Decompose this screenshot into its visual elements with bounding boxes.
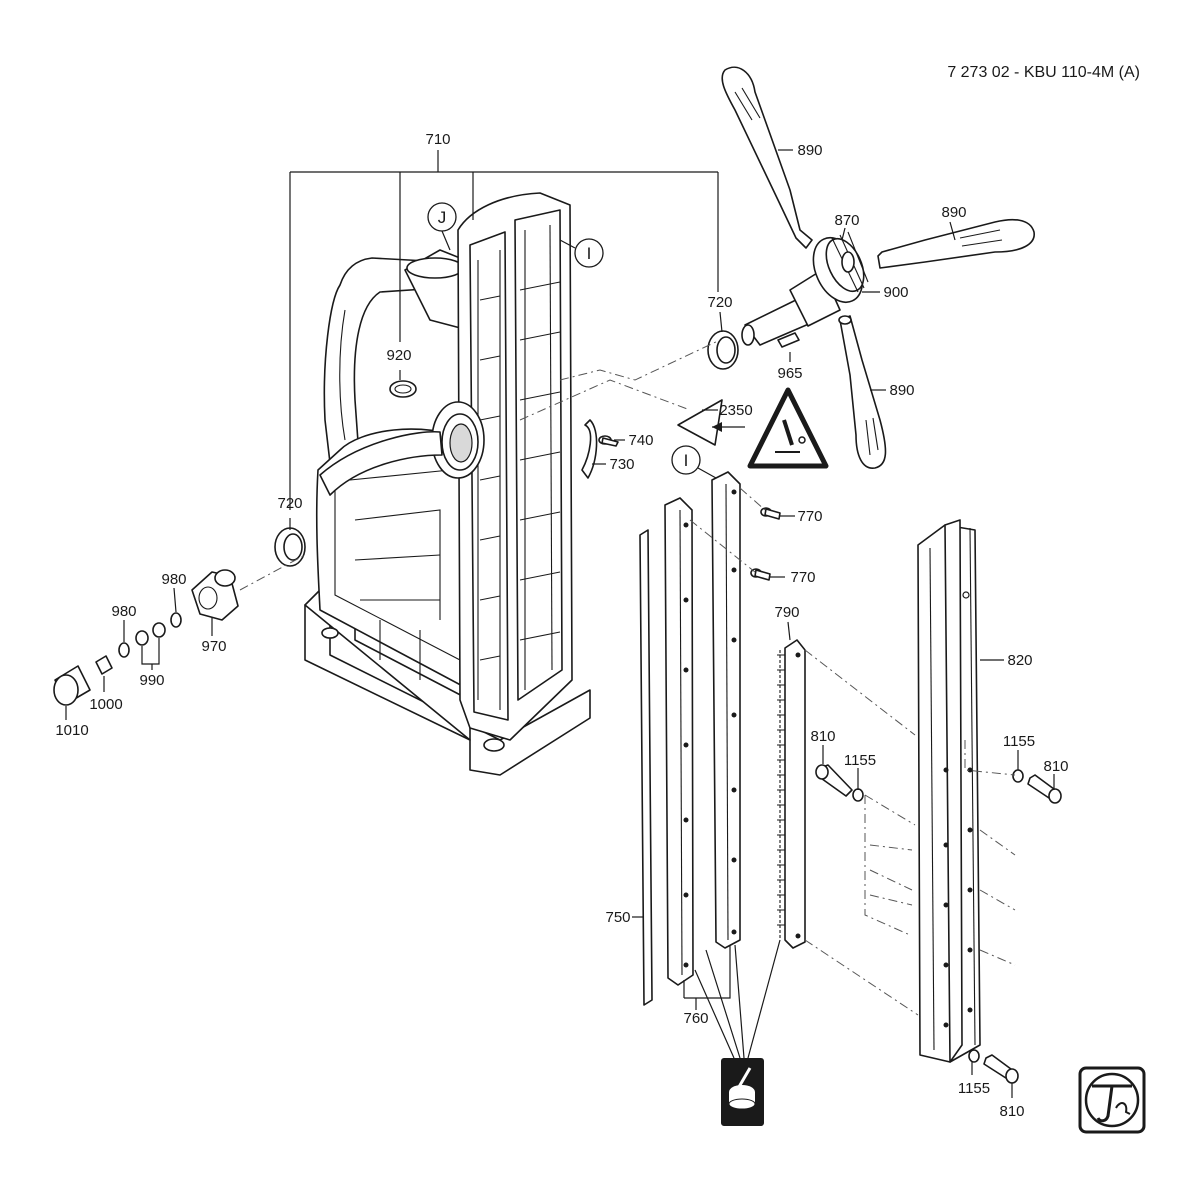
bushing-720-left (274, 527, 306, 567)
column-820 (917, 519, 981, 1063)
strip-750 (639, 529, 653, 1006)
label-965: 965 (777, 365, 802, 382)
warning-sign-icon (747, 387, 829, 469)
label-990: 990 (139, 672, 164, 689)
screw-770-a (760, 507, 781, 520)
label-890-bottom: 890 (889, 382, 914, 399)
grease-icon (721, 1058, 764, 1126)
frame-housing (304, 192, 591, 776)
leader-lines (65, 149, 1055, 1098)
label-710: 710 (425, 131, 450, 148)
nut-970 (191, 569, 239, 621)
label-720-right: 720 (707, 294, 732, 311)
label-730: 730 (609, 456, 634, 473)
label-1010: 1010 (55, 722, 88, 739)
svg-text:J: J (438, 208, 447, 227)
label-890-right: 890 (941, 204, 966, 221)
ref-i-marker-top: I (574, 238, 604, 268)
bolt-810-left (815, 764, 853, 797)
label-810-bottom: 810 (999, 1103, 1024, 1120)
drawing-title: 7 273 02 - KBU 110-4M (A) (947, 64, 1140, 81)
label-1155-right: 1155 (1003, 733, 1035, 750)
part-labels: 710 890 870 890 900 720 920 965 890 2350… (55, 131, 1068, 1120)
o-ring-920 (389, 380, 417, 398)
washer-1155-left (852, 788, 864, 802)
label-890-top: 890 (797, 142, 822, 159)
label-820: 820 (1007, 652, 1032, 669)
svg-text:I: I (587, 244, 592, 263)
pinion-hub-assembly (741, 231, 869, 346)
ref-j-marker: J (427, 202, 457, 232)
bolt-810-right (1027, 774, 1062, 804)
washer-990-a (152, 622, 166, 638)
handle-890-top (721, 66, 813, 249)
label-770-b: 770 (790, 569, 815, 586)
svg-text:I: I (684, 451, 689, 470)
label-980-left: 980 (111, 603, 136, 620)
screw-740 (598, 435, 619, 447)
label-770-a: 770 (797, 508, 822, 525)
nut-1000 (95, 655, 113, 675)
label-900: 900 (883, 284, 908, 301)
washer-1155-bottom (968, 1049, 980, 1063)
label-720-left: 720 (277, 495, 302, 512)
spring-clip-730 (581, 419, 598, 479)
label-2350 (677, 399, 723, 446)
cap-1010 (53, 665, 91, 706)
key-965 (777, 332, 800, 348)
handle-890-right (877, 218, 1035, 269)
label-810-right: 810 (1043, 758, 1068, 775)
label-2350: 2350 (719, 402, 752, 419)
label-750: 750 (605, 909, 630, 926)
bushing-720-right (707, 330, 739, 370)
label-1155-left: 1155 (844, 752, 876, 769)
label-760: 760 (683, 1010, 708, 1027)
label-740: 740 (628, 432, 653, 449)
washer-990-b (135, 630, 149, 646)
axis-line-shaft (559, 339, 721, 381)
label-970: 970 (201, 638, 226, 655)
washer-980-b (118, 642, 130, 658)
grease-callouts (694, 939, 781, 1059)
label-790: 790 (774, 604, 799, 621)
label-810-left: 810 (810, 728, 835, 745)
label-980-top: 980 (161, 571, 186, 588)
ref-i-marker-rail: I (671, 445, 701, 475)
rack-790 (777, 639, 806, 949)
bolt-810-bottom (983, 1054, 1019, 1084)
label-870: 870 (834, 212, 859, 229)
label-920: 920 (386, 347, 411, 364)
label-1000: 1000 (89, 696, 122, 713)
handle-890-bottom (838, 315, 887, 469)
rail-760-left (664, 497, 694, 986)
washer-980-a (170, 612, 182, 628)
rail-760-right (711, 471, 741, 949)
fein-logo-icon (1078, 1066, 1146, 1134)
washer-1155-right (1012, 769, 1024, 783)
label-1155-bottom: 1155 (958, 1080, 990, 1097)
